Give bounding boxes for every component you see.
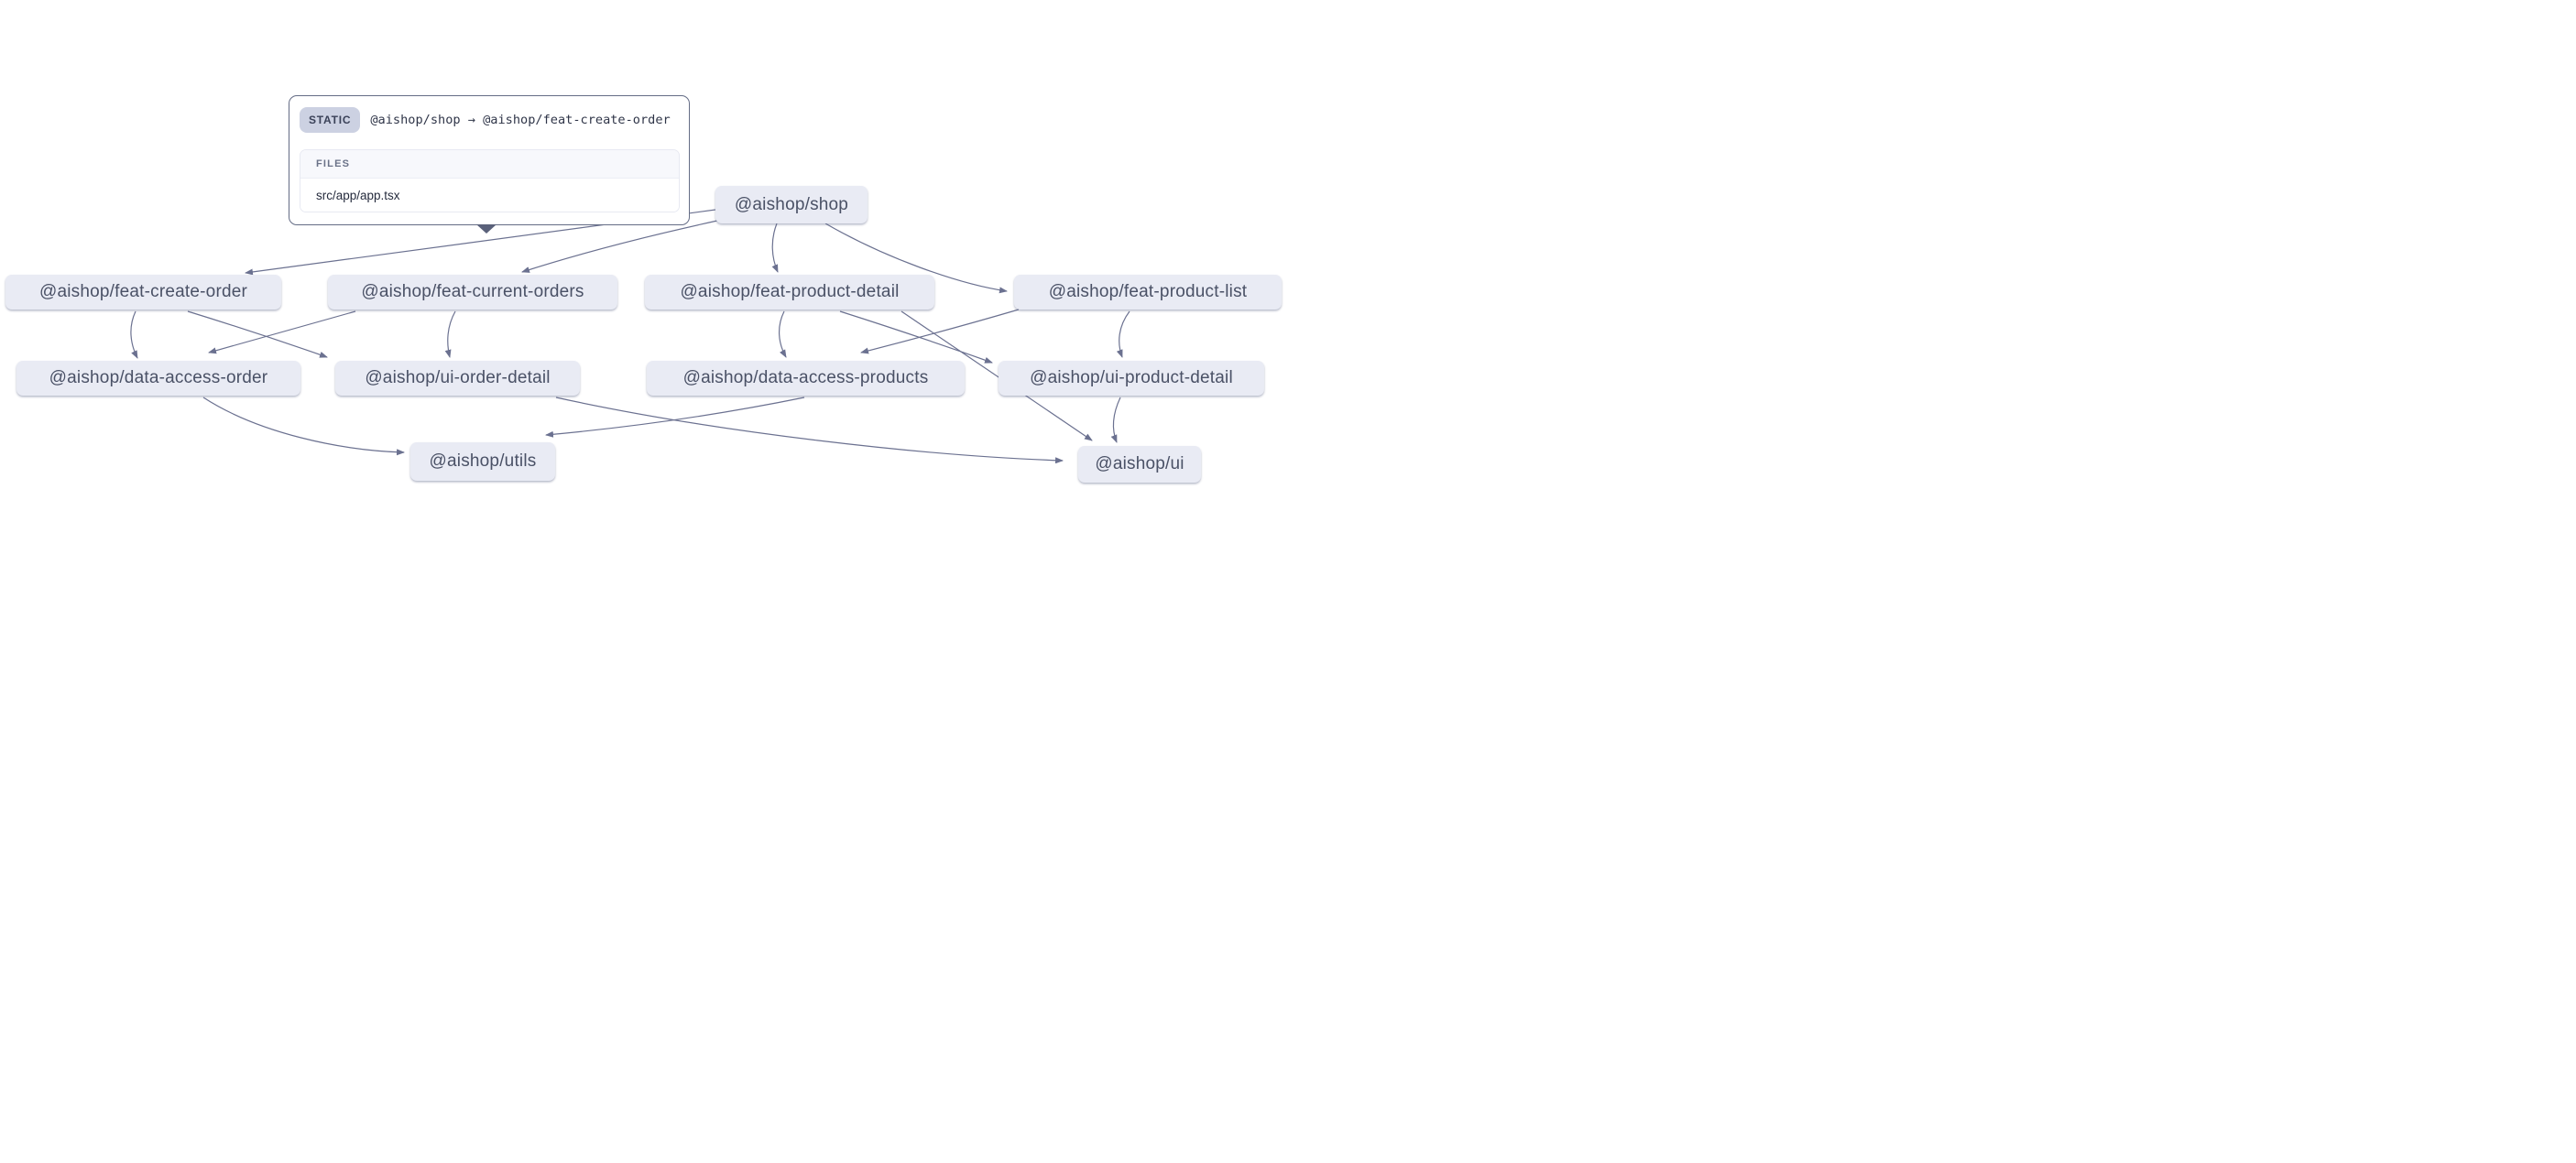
edge-feat-product-detail-to-ui[interactable] — [901, 310, 1093, 441]
edge-type-badge: STATIC — [300, 107, 361, 133]
graph-node-utils[interactable]: @aishop/utils — [410, 442, 555, 481]
tooltip-caret-icon — [476, 224, 497, 234]
edge-feat-current-orders-to-ui-order-detail[interactable] — [444, 310, 456, 358]
graph-node-data-access-products[interactable]: @aishop/data-access-products — [647, 361, 965, 396]
tooltip-header: STATIC @aishop/shop → @aishop/feat-creat… — [300, 107, 689, 133]
project-graph-canvas[interactable]: @aishop/shop @aishop/feat-create-order @ai… — [0, 0, 1288, 582]
graph-node-data-access-order[interactable]: @aishop/data-access-order — [16, 361, 300, 396]
edge-data-access-order-to-utils[interactable] — [202, 397, 405, 456]
edge-ui-product-detail-to-ui[interactable] — [1110, 397, 1121, 443]
edge-shop-to-feat-product-list[interactable] — [824, 223, 1008, 294]
graph-node-feat-product-detail[interactable]: @aishop/feat-product-detail — [645, 275, 934, 310]
files-box: FILES src/app/app.tsx — [300, 149, 680, 212]
edge-feat-product-detail-to-data-access-products[interactable] — [779, 310, 787, 358]
edge-shop-to-feat-current-orders[interactable] — [521, 220, 718, 273]
edge-feat-create-order-to-data-access-order[interactable] — [130, 310, 138, 359]
edge-feat-product-list-to-ui-product-detail[interactable] — [1116, 310, 1130, 358]
edge-feat-create-order-to-ui-order-detail[interactable] — [187, 310, 328, 358]
edge-data-access-products-to-utils[interactable] — [545, 397, 805, 438]
graph-node-ui-product-detail[interactable]: @aishop/ui-product-detail — [999, 361, 1264, 396]
graph-node-feat-create-order[interactable]: @aishop/feat-create-order — [5, 275, 281, 310]
graph-node-feat-product-list[interactable]: @aishop/feat-product-list — [1014, 275, 1282, 310]
file-list-item: src/app/app.tsx — [300, 179, 679, 212]
graph-node-shop[interactable]: @aishop/shop — [715, 186, 868, 223]
graph-node-ui-order-detail[interactable]: @aishop/ui-order-detail — [335, 361, 580, 396]
edge-label: @aishop/shop → @aishop/feat-create-order — [370, 113, 671, 127]
edge-shop-to-feat-product-detail[interactable] — [771, 223, 779, 273]
files-header: FILES — [300, 150, 679, 179]
graph-node-ui[interactable]: @aishop/ui — [1078, 446, 1201, 483]
edge-feat-product-list-to-data-access-products[interactable] — [860, 309, 1020, 354]
edge-ui-order-detail-to-ui[interactable] — [555, 397, 1064, 464]
graph-node-feat-current-orders[interactable]: @aishop/feat-current-orders — [328, 275, 617, 310]
dependency-edges-layer — [130, 209, 1130, 464]
edge-tooltip: STATIC @aishop/shop → @aishop/feat-creat… — [289, 95, 690, 234]
edge-feat-product-detail-to-ui-product-detail[interactable] — [839, 310, 993, 364]
edge-feat-current-orders-to-data-access-order[interactable] — [208, 310, 356, 354]
